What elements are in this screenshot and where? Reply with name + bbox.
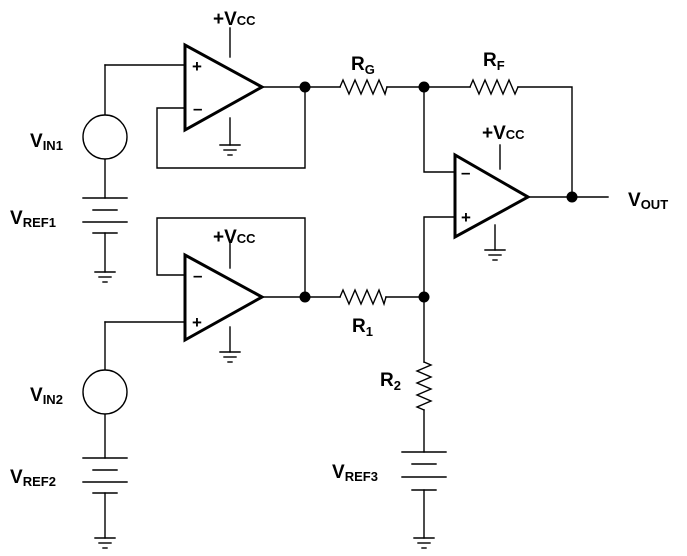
supply-label-u3: +VCC [482, 123, 525, 144]
supply-label-u2: +VCC [213, 227, 256, 248]
label-vin1: VIN1 [30, 131, 63, 153]
label-vref1: VREF1 [10, 208, 56, 230]
wires [104, 27, 609, 539]
resistor-rg [339, 78, 388, 97]
ground-icon [413, 537, 435, 549]
label-rf: RF [483, 50, 505, 73]
ground-icon [94, 271, 116, 283]
label-rg: RG [351, 54, 375, 77]
junction-dot [418, 81, 430, 93]
resistor-r2 [415, 361, 433, 411]
junction-dot [566, 191, 578, 203]
junction-dot [299, 291, 311, 303]
ground-icon [219, 351, 241, 363]
junction-dot [418, 291, 430, 303]
resistor-r1 [339, 288, 387, 307]
ground-icon [94, 537, 116, 549]
ground-icon [484, 249, 506, 261]
voltage-source-vin2 [82, 369, 128, 415]
opamp-u1-minus-sign: – [193, 99, 202, 118]
junction-dot [299, 81, 311, 93]
battery-vref2 [82, 457, 128, 494]
battery-vref1 [82, 197, 128, 234]
opamp-u2 [183, 252, 266, 343]
voltage-source-vin1 [82, 114, 128, 160]
label-vref3: VREF3 [332, 462, 378, 484]
label-vref2: VREF2 [10, 467, 56, 489]
opamp-u1-plus-sign: + [192, 57, 202, 76]
opamp-u3-minus-sign: – [461, 163, 470, 182]
resistor-rf [469, 78, 519, 96]
opamp-u1 [183, 42, 266, 133]
label-vout: VOUT [628, 190, 668, 212]
supply-label-u1: +VCC [213, 9, 256, 30]
label-r1: R1 [352, 316, 373, 339]
opamp-u2-minus-sign: – [193, 266, 202, 285]
ground-icon [219, 144, 241, 156]
opamp-u3 [453, 152, 532, 240]
opamp-u2-plus-sign: + [192, 313, 202, 332]
label-vin2: VIN2 [30, 385, 63, 407]
battery-vref3 [401, 451, 447, 491]
label-r2: R2 [380, 370, 401, 393]
opamp-u3-plus-sign: + [461, 208, 471, 227]
